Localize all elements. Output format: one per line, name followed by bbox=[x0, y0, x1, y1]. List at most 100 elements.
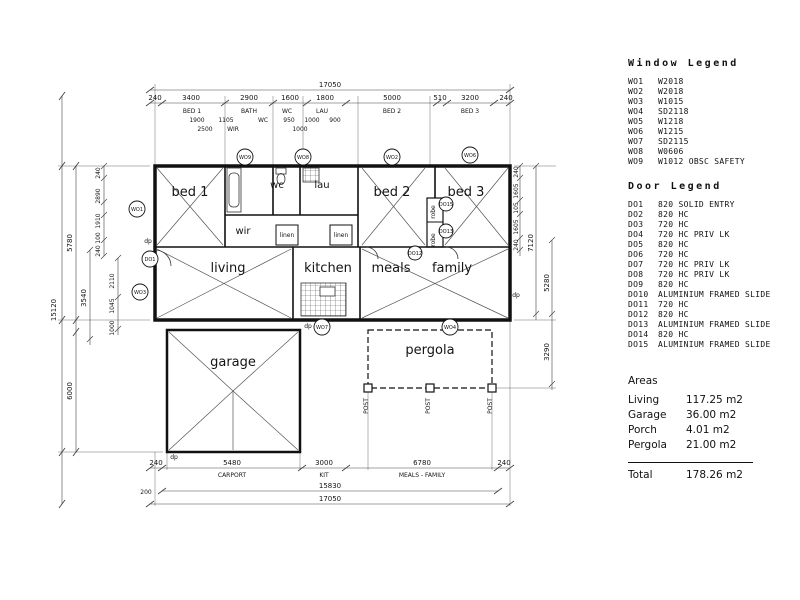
svg-text:WO2: WO2 bbox=[386, 155, 398, 161]
legend-desc: 820 HC bbox=[658, 210, 689, 219]
dimension-name: MEALS - FAMILY bbox=[399, 472, 446, 479]
legend-tag: DO14 bbox=[628, 330, 649, 339]
fixture-label: linen bbox=[334, 232, 349, 239]
legend-tag: DO12 bbox=[628, 310, 649, 319]
dimension: 1105 bbox=[218, 117, 233, 124]
tag-do1: DO1 bbox=[141, 250, 159, 268]
legend-tag: DO5 bbox=[628, 240, 644, 249]
dimension: 3290 bbox=[543, 343, 551, 361]
floor-plan-drawing: bed 1 wc lau bed 2 bed 3 wir living kitc… bbox=[50, 81, 556, 509]
dimension-name: WC bbox=[258, 117, 268, 124]
svg-text:WO3: WO3 bbox=[134, 290, 146, 296]
dimension: 1800 bbox=[316, 94, 334, 102]
legend-desc: 820 SOLID ENTRY bbox=[658, 200, 735, 209]
pergola-post bbox=[487, 383, 497, 393]
legend-tag: DO11 bbox=[628, 300, 649, 309]
dimension: 5780 bbox=[66, 234, 74, 252]
legend-desc: ALUMINIUM FRAMED SLIDE bbox=[658, 290, 771, 299]
tag-wo9: WO9 bbox=[236, 148, 254, 166]
pergola-outline bbox=[363, 329, 497, 393]
dimension: 15830 bbox=[319, 482, 341, 490]
room-label: pergola bbox=[405, 343, 454, 358]
area-value: 21.00 m2 bbox=[686, 439, 737, 451]
room-label: bed 3 bbox=[448, 185, 485, 200]
legend-desc: W1015 bbox=[658, 97, 684, 106]
legend-row: DO12 820 HC bbox=[628, 310, 796, 320]
legend-row: DO15 ALUMINIUM FRAMED SLIDE bbox=[628, 340, 796, 350]
dimension: 1600 bbox=[281, 94, 299, 102]
legend-row: DO11 720 HC bbox=[628, 300, 796, 310]
dimension-name: WIR bbox=[227, 126, 239, 133]
dimension: 240 bbox=[513, 166, 520, 178]
post-label: POST bbox=[487, 398, 494, 414]
tag-wo3: WO3 bbox=[131, 283, 149, 301]
dimension: 900 bbox=[329, 117, 341, 124]
kitchen-sink bbox=[319, 286, 336, 297]
top-dimensions: 17050 240 3400 2900 1600 1800 5000 510 3… bbox=[148, 81, 512, 133]
svg-text:WO6: WO6 bbox=[464, 153, 476, 159]
room-label: bed 1 bbox=[172, 185, 209, 200]
svg-text:WO9: WO9 bbox=[239, 155, 251, 161]
room-label: garage bbox=[210, 355, 256, 370]
legend-desc: 720 HC PRIV LK bbox=[658, 260, 730, 269]
legend-row: WO3 W1015 bbox=[628, 97, 796, 107]
area-value: 117.25 m2 bbox=[686, 394, 743, 406]
dimension: 3000 bbox=[315, 459, 333, 467]
dimension: 3200 bbox=[461, 94, 479, 102]
dimension: 2890 bbox=[95, 188, 102, 203]
dimension: 1045 bbox=[109, 298, 116, 313]
room-label: lau bbox=[314, 180, 329, 191]
room-labels: bed 1 wc lau bed 2 bed 3 wir living kitc… bbox=[172, 180, 485, 370]
room-label: living bbox=[210, 261, 245, 276]
dimension: 240 bbox=[149, 459, 162, 467]
legend-desc: 720 HC PRIV LK bbox=[658, 230, 730, 239]
legend-desc: 820 HC bbox=[658, 310, 689, 319]
downpipe-label: dp bbox=[512, 292, 520, 299]
legend-desc: ALUMINIUM FRAMED SLIDE bbox=[658, 340, 771, 349]
legend-tag: DO15 bbox=[628, 340, 649, 349]
room-label: meals bbox=[371, 261, 410, 276]
dimension: 1000 bbox=[304, 117, 319, 124]
dimension: 240 bbox=[95, 167, 102, 179]
dimension: 240 bbox=[499, 94, 512, 102]
dimension: 17050 bbox=[319, 495, 341, 503]
dimension-lines bbox=[58, 84, 556, 509]
dimension: 240 bbox=[95, 245, 102, 257]
legend-desc: 820 HC bbox=[658, 330, 689, 339]
legend-tag: WO8 bbox=[628, 147, 644, 156]
roof-lines bbox=[156, 167, 509, 451]
legend-tag: WO2 bbox=[628, 87, 644, 96]
post-label: POST bbox=[363, 398, 370, 414]
legend-desc: W1215 bbox=[658, 127, 684, 136]
tag-wo1: WO1 bbox=[128, 200, 146, 218]
dimension: 2500 bbox=[197, 126, 212, 133]
legend-tag: WO3 bbox=[628, 97, 644, 106]
dimension: 7120 bbox=[527, 234, 535, 252]
dimension: 950 bbox=[283, 117, 295, 124]
area-label: Pergola bbox=[628, 439, 667, 451]
dimension-name: BED 1 bbox=[183, 108, 201, 115]
dimension: 1910 bbox=[95, 213, 102, 228]
tag-wo7: WO7 bbox=[313, 318, 331, 336]
legend-desc: 720 HC bbox=[658, 300, 689, 309]
dimension: 3540 bbox=[80, 289, 88, 307]
pergola-post bbox=[363, 383, 373, 393]
legend-row: DO14 820 HC bbox=[628, 330, 796, 340]
area-label: Living bbox=[628, 394, 660, 406]
